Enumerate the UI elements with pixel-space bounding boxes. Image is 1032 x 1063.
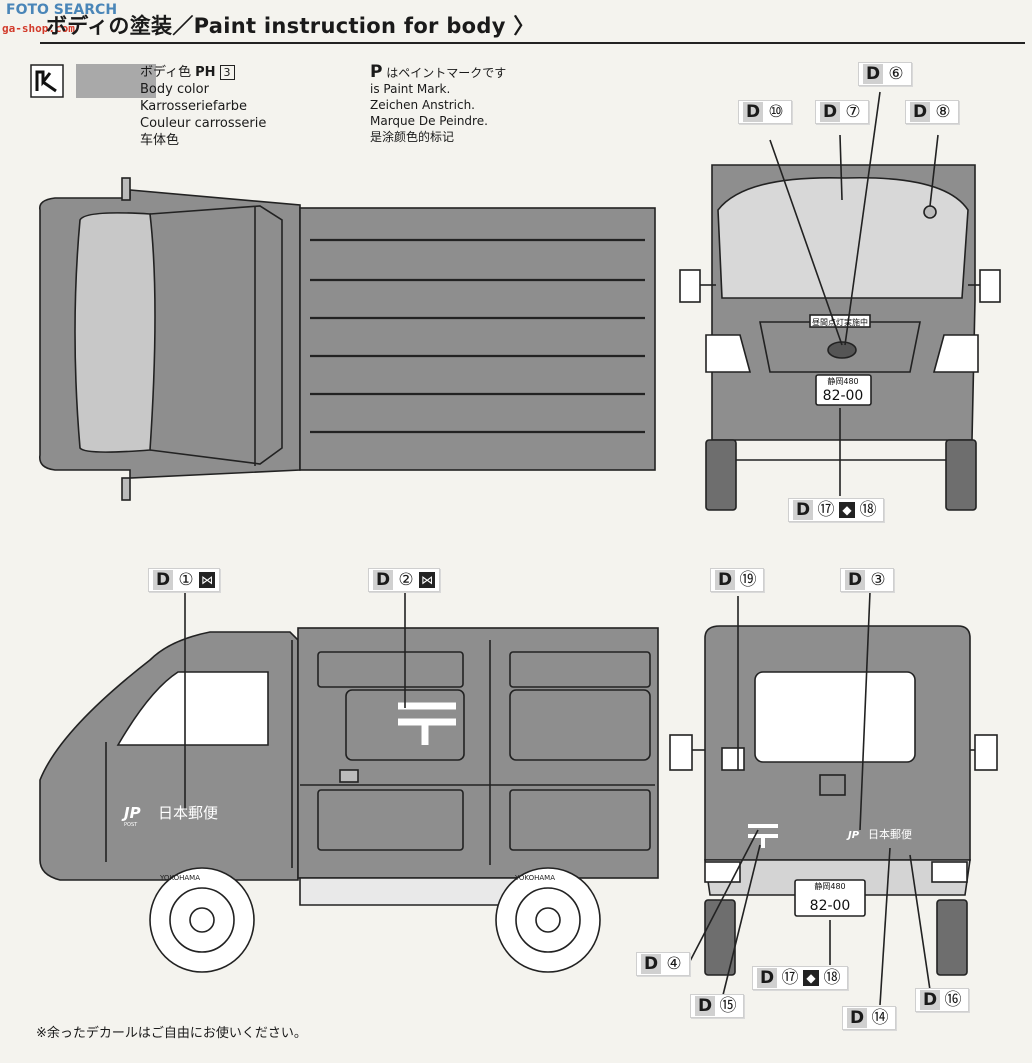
decal-number: ⑰ bbox=[781, 968, 799, 988]
page-header: FOTO SEARCH ga-shop.com ボディの塗装／Paint ins… bbox=[0, 0, 1032, 46]
decal-number: ⑯ bbox=[944, 990, 962, 1010]
decal-number: ⑰ bbox=[817, 500, 835, 520]
paint-mark-note: P はペイントマークです is Paint Mark. Zeichen Anst… bbox=[370, 64, 506, 145]
callout-decal-3: D ③ bbox=[840, 568, 894, 592]
decal-d-label: D bbox=[863, 64, 883, 84]
decal-number: ⑮ bbox=[719, 996, 737, 1016]
decal-d-label: D bbox=[641, 954, 661, 974]
decal-d-label: D bbox=[743, 102, 763, 122]
decal-number: ② bbox=[398, 570, 414, 590]
decal-number: ③ bbox=[870, 570, 886, 590]
callout-decal-10: D ⑩ bbox=[738, 100, 792, 124]
decal-d-label: D bbox=[820, 102, 840, 122]
decal-d-label: D bbox=[920, 990, 940, 1010]
body-color-swatch bbox=[76, 64, 156, 98]
body-color-cn: 车体色 bbox=[140, 133, 180, 148]
decal-d-label: D bbox=[847, 1008, 867, 1028]
side-brand-mark: JP bbox=[121, 804, 141, 822]
decal-number: ⑱ bbox=[823, 968, 841, 988]
callout-decal-8: D ⑧ bbox=[905, 100, 959, 124]
decal-number: ⑩ bbox=[768, 102, 784, 122]
left-right-icon: ⋈ bbox=[199, 572, 215, 588]
decal-d-label: D bbox=[695, 996, 715, 1016]
decal-d-label: D bbox=[793, 500, 813, 520]
rear-brand-mark: JP bbox=[846, 830, 860, 841]
body-color-jp: ボディ色 bbox=[140, 65, 192, 80]
body-color-labels: ボディ色 PH 3 Body color Karrosseriefarbe Co… bbox=[140, 64, 266, 149]
body-color-en: Body color bbox=[140, 82, 209, 97]
decal-d-label: D bbox=[715, 570, 735, 590]
front-banner-text: 昼間点灯実施中 bbox=[812, 317, 868, 327]
decal-number: ⑧ bbox=[935, 102, 951, 122]
watermark-top: FOTO SEARCH bbox=[6, 2, 118, 18]
callout-decal-15: D ⑮ bbox=[690, 994, 744, 1018]
decal-number: ⑥ bbox=[888, 64, 904, 84]
callout-decal-7: D ⑦ bbox=[815, 100, 869, 124]
watermark-bottom: ga-shop.com bbox=[2, 22, 75, 35]
page-title: ボディの塗装／Paint instruction for body 〉 bbox=[46, 14, 535, 38]
rear-plate-region: 静岡480 bbox=[814, 881, 845, 891]
paint-mark-cn: 是涂颜色的标记 bbox=[370, 130, 455, 144]
side-view bbox=[39, 592, 659, 973]
callout-decal-14: D ⑭ bbox=[842, 1006, 896, 1030]
decal-number: ⑲ bbox=[739, 570, 757, 590]
symmetric-pair-icon: ◆ bbox=[803, 970, 819, 986]
paint-mark-jp: はペイントマークです bbox=[386, 66, 507, 80]
rear-tire-brand: YOKOHAMA bbox=[514, 874, 555, 882]
callout-decal-2: D ② ⋈ bbox=[368, 568, 440, 592]
callout-decal-4: D ④ bbox=[636, 952, 690, 976]
decal-d-label: D bbox=[757, 968, 777, 988]
left-right-icon: ⋈ bbox=[419, 572, 435, 588]
symmetric-pair-icon: ◆ bbox=[839, 502, 855, 518]
decal-number: ④ bbox=[666, 954, 682, 974]
footnote: ※余ったデカールはご自由にお使いください。 bbox=[36, 1026, 307, 1041]
top-view bbox=[38, 177, 656, 501]
front-tire-brand: YOKOHAMA bbox=[159, 874, 200, 882]
decal-number: ⑱ bbox=[859, 500, 877, 520]
side-brand-sub: POST bbox=[124, 822, 138, 828]
callout-decal-1: D ① ⋈ bbox=[148, 568, 220, 592]
front-view bbox=[679, 91, 1001, 511]
airbrush-icon bbox=[30, 64, 64, 98]
front-plate-number: 82-00 bbox=[823, 388, 864, 404]
paint-mark-en: is Paint Mark. bbox=[370, 82, 451, 96]
rear-brand-name: 日本郵便 bbox=[868, 827, 912, 841]
side-brand-name: 日本郵便 bbox=[158, 804, 218, 822]
header-rule bbox=[40, 42, 1025, 44]
paint-mark-fr: Marque De Peindre. bbox=[370, 114, 488, 128]
callout-decal-19: D ⑲ bbox=[710, 568, 764, 592]
decal-d-label: D bbox=[845, 570, 865, 590]
body-color-de: Karrosseriefarbe bbox=[140, 99, 248, 114]
rear-view bbox=[669, 591, 998, 1006]
decal-d-label: D bbox=[153, 570, 173, 590]
decal-number: ⑦ bbox=[845, 102, 861, 122]
paint-code-prefix: PH bbox=[195, 65, 216, 80]
callout-decal-17-18-front: D ⑰ ◆ ⑱ bbox=[788, 498, 884, 522]
paint-code-number: 3 bbox=[219, 65, 235, 80]
paint-legend: ボディ色 PH 3 Body color Karrosseriefarbe Co… bbox=[30, 64, 670, 154]
decal-number: ① bbox=[178, 570, 194, 590]
decal-number: ⑭ bbox=[871, 1008, 889, 1028]
callout-decal-17-18-rear: D ⑰ ◆ ⑱ bbox=[752, 966, 848, 990]
body-color-fr: Couleur carrosserie bbox=[140, 116, 267, 131]
rear-plate-number: 82-00 bbox=[810, 898, 851, 914]
decal-d-label: D bbox=[910, 102, 930, 122]
paint-mark-de: Zeichen Anstrich. bbox=[370, 98, 475, 112]
front-plate-region: 静岡480 bbox=[827, 376, 858, 386]
callout-decal-6: D ⑥ bbox=[858, 62, 912, 86]
paint-mark-symbol: P bbox=[370, 62, 383, 82]
decal-d-label: D bbox=[373, 570, 393, 590]
callout-decal-16: D ⑯ bbox=[915, 988, 969, 1012]
